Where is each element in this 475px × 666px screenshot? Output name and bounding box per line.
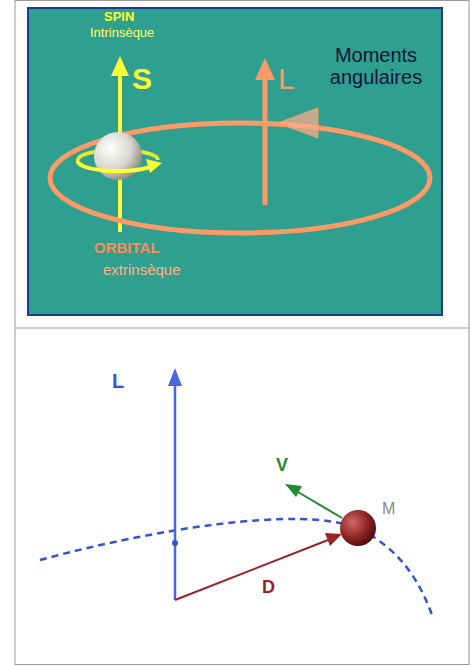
- orbital-subtitle: extrinsèque: [103, 262, 181, 279]
- mass-label: M: [382, 500, 395, 518]
- diagram-title: Moments angulaires: [316, 44, 436, 88]
- angular-momentum-arrowhead: [168, 368, 182, 386]
- angular-momentum-vector: [174, 384, 177, 600]
- vector-label: V: [276, 456, 288, 476]
- outer-frame: [15, 1, 469, 665]
- spin-swirl-front: [78, 160, 150, 171]
- vector-label: D: [262, 578, 275, 598]
- divider: [15, 328, 469, 329]
- orbital-heading: ORBITAL: [94, 240, 160, 257]
- orbital-axis: [263, 78, 268, 205]
- spin-arrowhead: [111, 56, 129, 76]
- orbit-ellipse: [50, 123, 430, 233]
- spin-subtitle: Intrinsèque: [90, 26, 154, 40]
- vector-label: L: [112, 370, 124, 392]
- orbital-arrowhead: [255, 58, 275, 80]
- spin-heading: SPIN: [104, 10, 134, 24]
- spin-swirl-arrowhead: [146, 159, 162, 173]
- teal-panel: [28, 8, 442, 315]
- mass-ball: [340, 510, 376, 546]
- spin-symbol: S: [132, 62, 152, 95]
- velocity-arrowhead: [285, 484, 302, 497]
- position-arrowhead: [325, 533, 342, 546]
- orbital-symbol: L: [278, 62, 295, 95]
- axis-crossing: [172, 540, 178, 546]
- position-vector: [175, 540, 328, 600]
- orbit-arrowhead: [278, 108, 318, 138]
- velocity-vector: [298, 492, 342, 518]
